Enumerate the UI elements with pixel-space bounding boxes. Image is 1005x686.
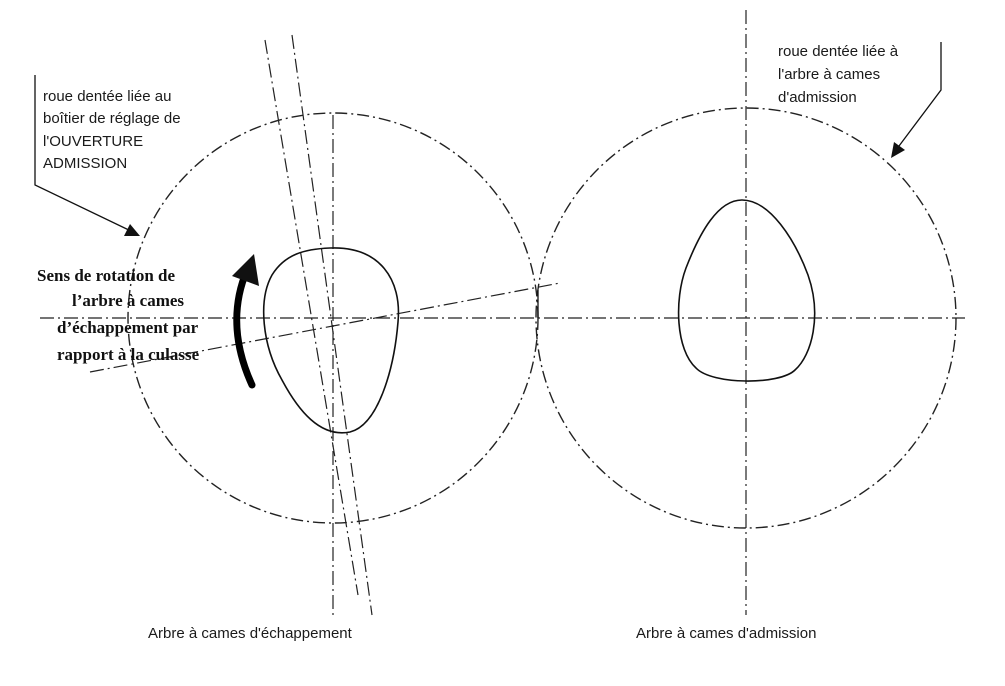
exhaust-gear-note-line-2: boîtier de réglage de <box>43 110 181 127</box>
rotation-arrow-curve <box>233 266 256 389</box>
exhaust-gear-note: roue dentée liée au boîtier de réglage d… <box>43 88 185 172</box>
rotation-note-line-4: rapport à la culasse <box>57 345 200 364</box>
exhaust-note-leader <box>34 75 136 234</box>
exhaust-cam-profile <box>262 247 400 434</box>
exhaust-gear-note-line-4: ADMISSION <box>43 155 127 172</box>
intake-gear-note-line-2: l'arbre à cames <box>778 66 880 83</box>
intake-gear-note-line-3: d'admission <box>778 89 857 106</box>
phase-offset-line <box>89 282 561 373</box>
intake-cam-profile <box>677 199 816 382</box>
rotation-note-line-2: l’arbre à cames <box>72 291 184 310</box>
intake-gear-note: roue dentée liée à l'arbre à cames d'adm… <box>778 43 902 106</box>
intake-note-leader <box>895 42 942 151</box>
rotation-arrow-head <box>232 254 259 286</box>
exhaust-caption: Arbre à cames d'échappement <box>148 625 353 642</box>
exhaust-gear-note-line-3: l'OUVERTURE <box>43 133 143 150</box>
exhaust-tilted-axis-b <box>264 39 359 596</box>
exhaust-gear-note-line-1: roue dentée liée au <box>43 88 171 105</box>
rotation-note-line-1: Sens de rotation de <box>37 266 176 285</box>
intake-note-arrowhead <box>891 142 905 158</box>
exhaust-tilted-axis-a <box>291 34 373 616</box>
intake-caption: Arbre à cames d'admission <box>636 625 816 642</box>
rotation-note: Sens de rotation de l’arbre à cames d’éc… <box>37 266 202 364</box>
rotation-note-line-3: d’échappement par <box>57 318 199 337</box>
exhaust-note-arrowhead <box>124 224 140 236</box>
intake-gear-note-line-1: roue dentée liée à <box>778 43 899 60</box>
